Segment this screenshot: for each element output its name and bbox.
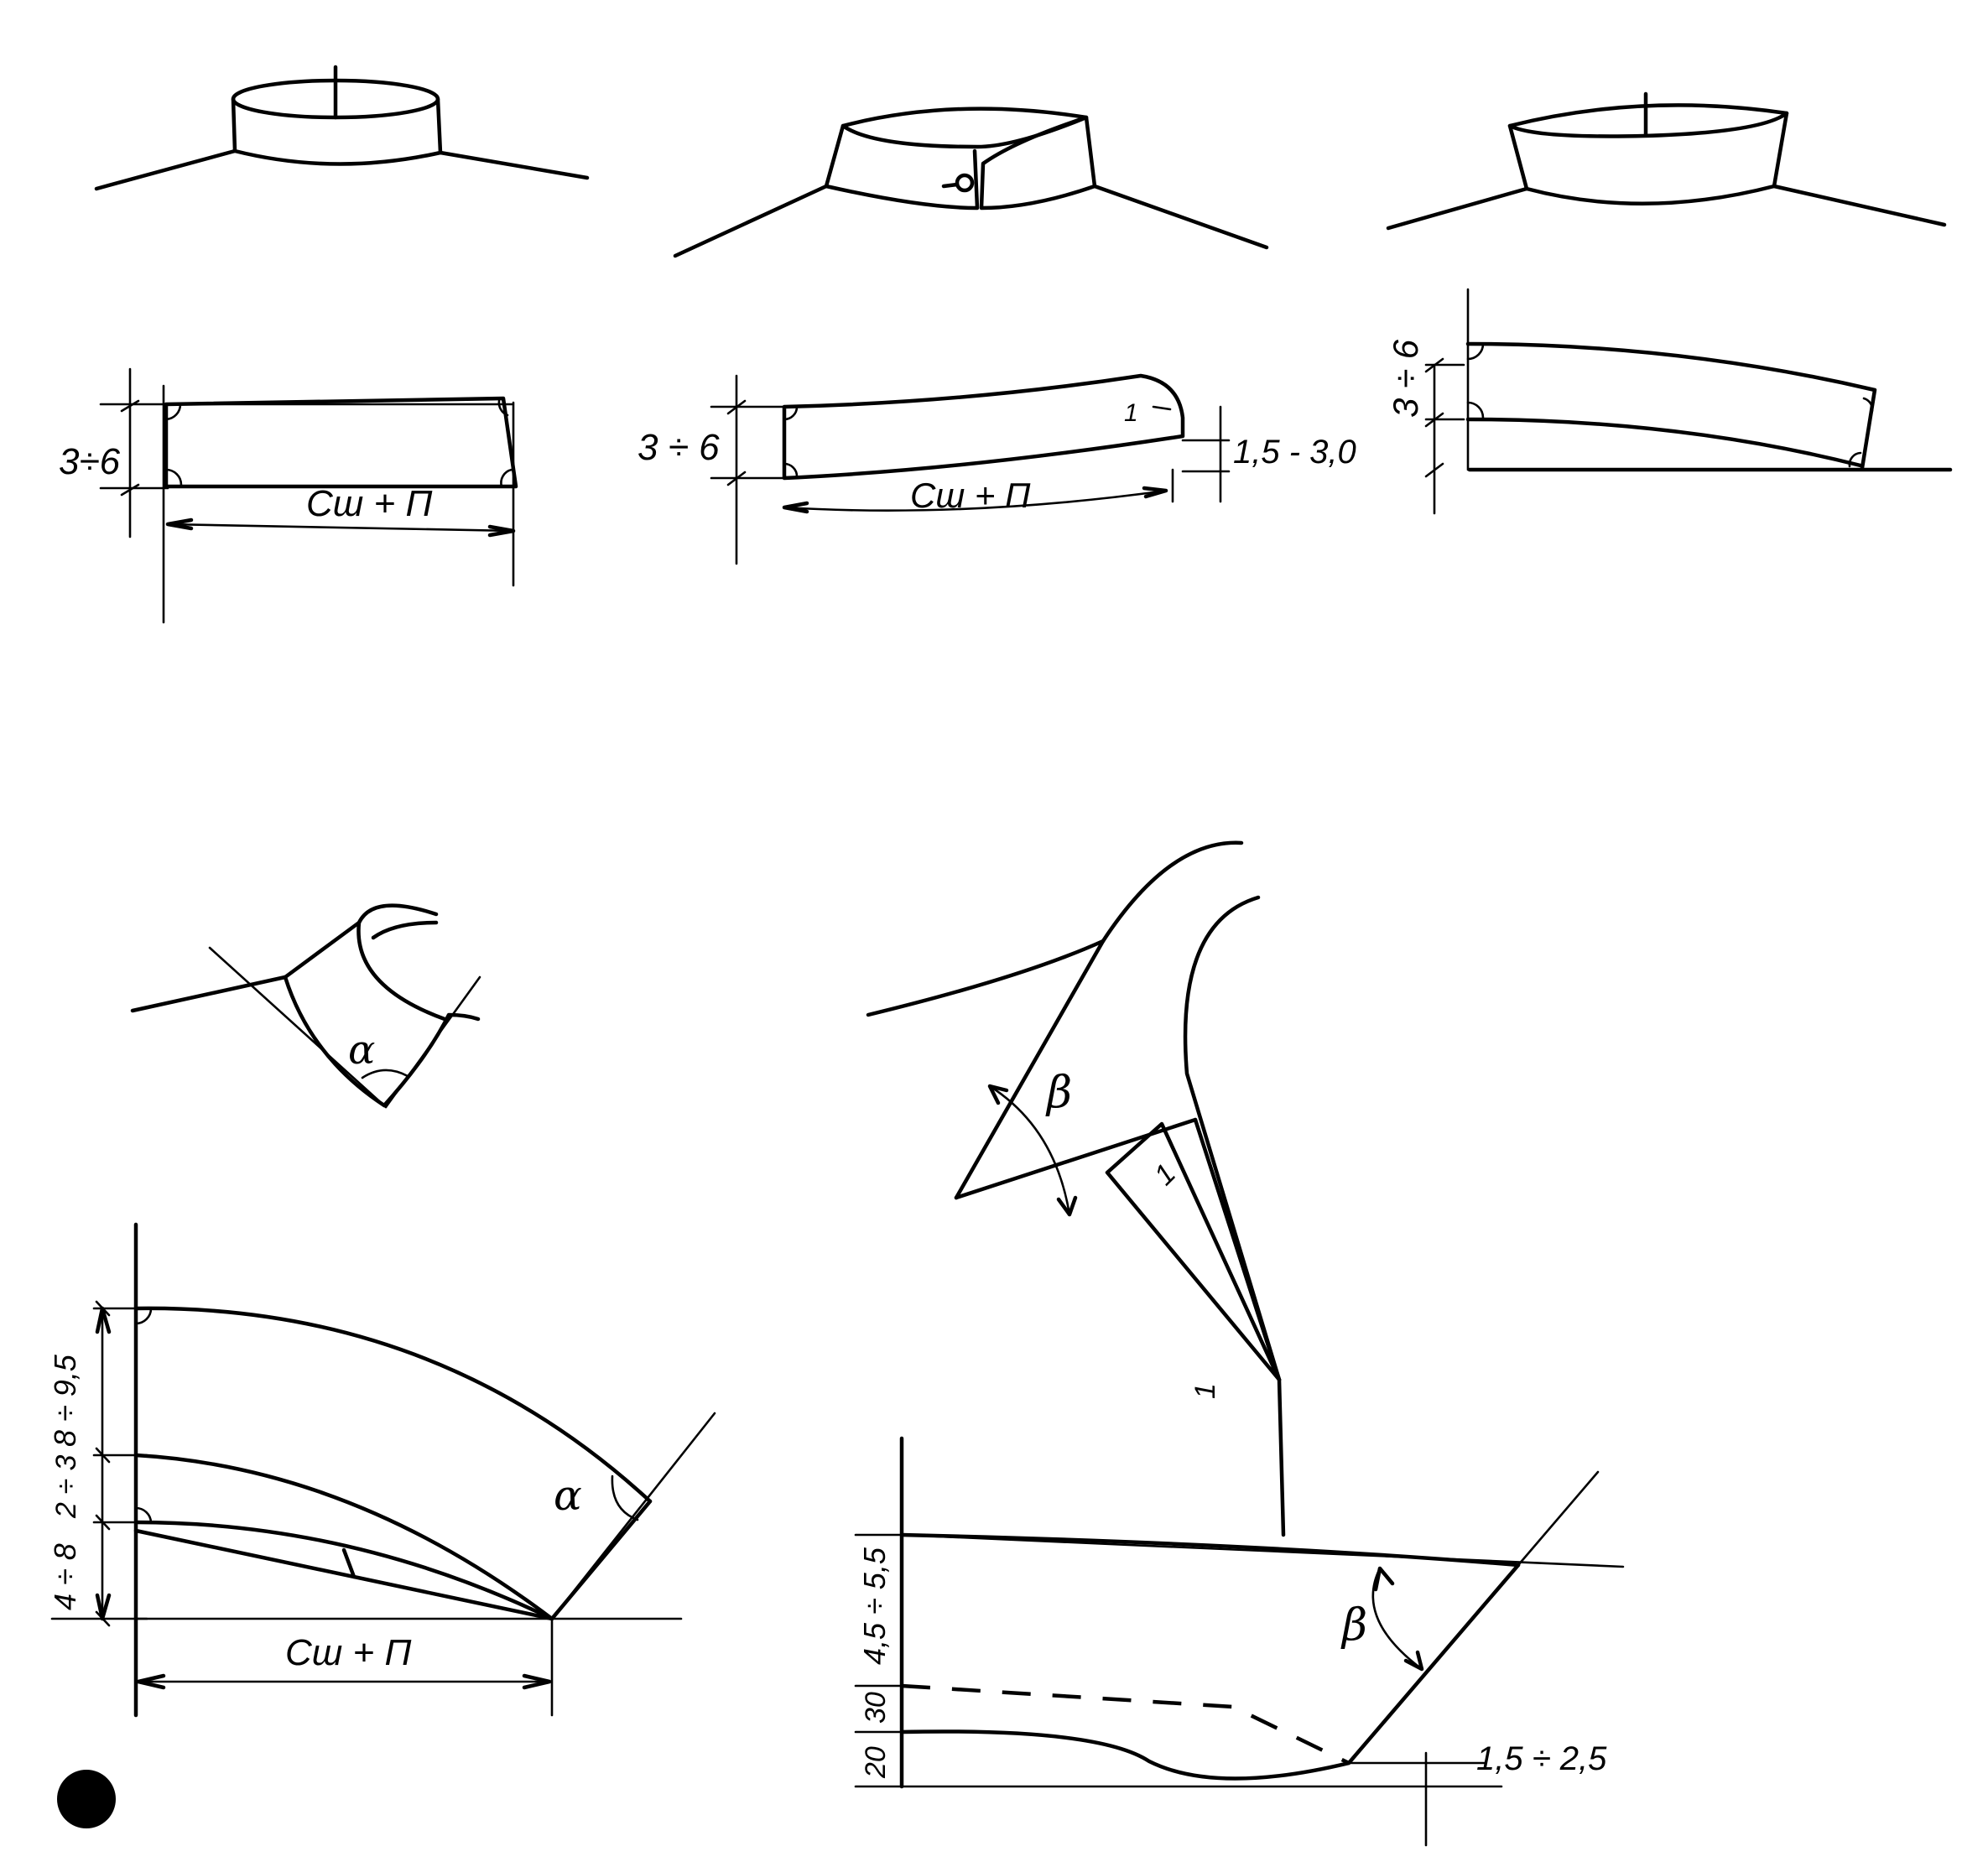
collar-sketch-3	[1386, 91, 1947, 231]
d2-one-label: 1	[1124, 399, 1138, 427]
collar-draft-1: 3÷6 Сш + П	[59, 367, 518, 624]
d5-one-label-b: 1	[1189, 1383, 1221, 1399]
d6-alpha-label: α	[554, 1471, 582, 1520]
collar-sketch-5: β 1 1	[866, 840, 1286, 1537]
d6-h1-label: 4 ÷ 8	[48, 1543, 82, 1610]
collar-sketch-4: α	[130, 903, 481, 1109]
d5-beta-label: β	[1045, 1068, 1072, 1118]
collar-sketch-2	[673, 107, 1269, 258]
d7-h2-label: 30	[860, 1692, 892, 1724]
d1-length-label: Сш + П	[306, 483, 432, 524]
d6-h3-label: 8 ÷ 9,5	[48, 1354, 82, 1447]
d6-h2-label: 2 ÷ 3	[50, 1455, 82, 1519]
d4-alpha-label: α	[348, 1027, 375, 1074]
collar-sketch-1	[94, 65, 590, 191]
d7-offset-label: 1,5 ÷ 2,5	[1476, 1740, 1607, 1777]
d2-length-label: Сш + П	[910, 476, 1031, 515]
d5-one-label-a: 1	[1148, 1157, 1182, 1191]
d7-beta-label: β	[1340, 1600, 1367, 1651]
d6-length-label: Сш + П	[285, 1632, 411, 1673]
d3-height-label: 3 ÷ 6	[1386, 339, 1425, 418]
d2-step-label: 1,5 - 3,0	[1233, 434, 1356, 471]
d2-height-label: 3 ÷ 6	[638, 427, 720, 468]
d7-h1-label: 20	[860, 1746, 892, 1779]
d1-height-label: 3÷6	[59, 441, 121, 482]
bullet-dot	[57, 1770, 116, 1828]
button-icon	[955, 173, 975, 193]
collar-draft-3: 3 ÷ 6	[1386, 288, 1953, 515]
collar-draft-6: 4 ÷ 8 2 ÷ 3 8 ÷ 9,5 Сш + П α	[48, 1222, 716, 1718]
collar-draft-7: 20 30 4,5 ÷ 5,5 1,5 ÷ 2,5 β	[854, 1436, 1625, 1847]
collar-draft-2: 3 ÷ 6 Сш + П 1,5 - 3,0 1	[638, 373, 1356, 565]
d7-h3-label: 4,5 ÷ 5,5	[857, 1547, 892, 1665]
